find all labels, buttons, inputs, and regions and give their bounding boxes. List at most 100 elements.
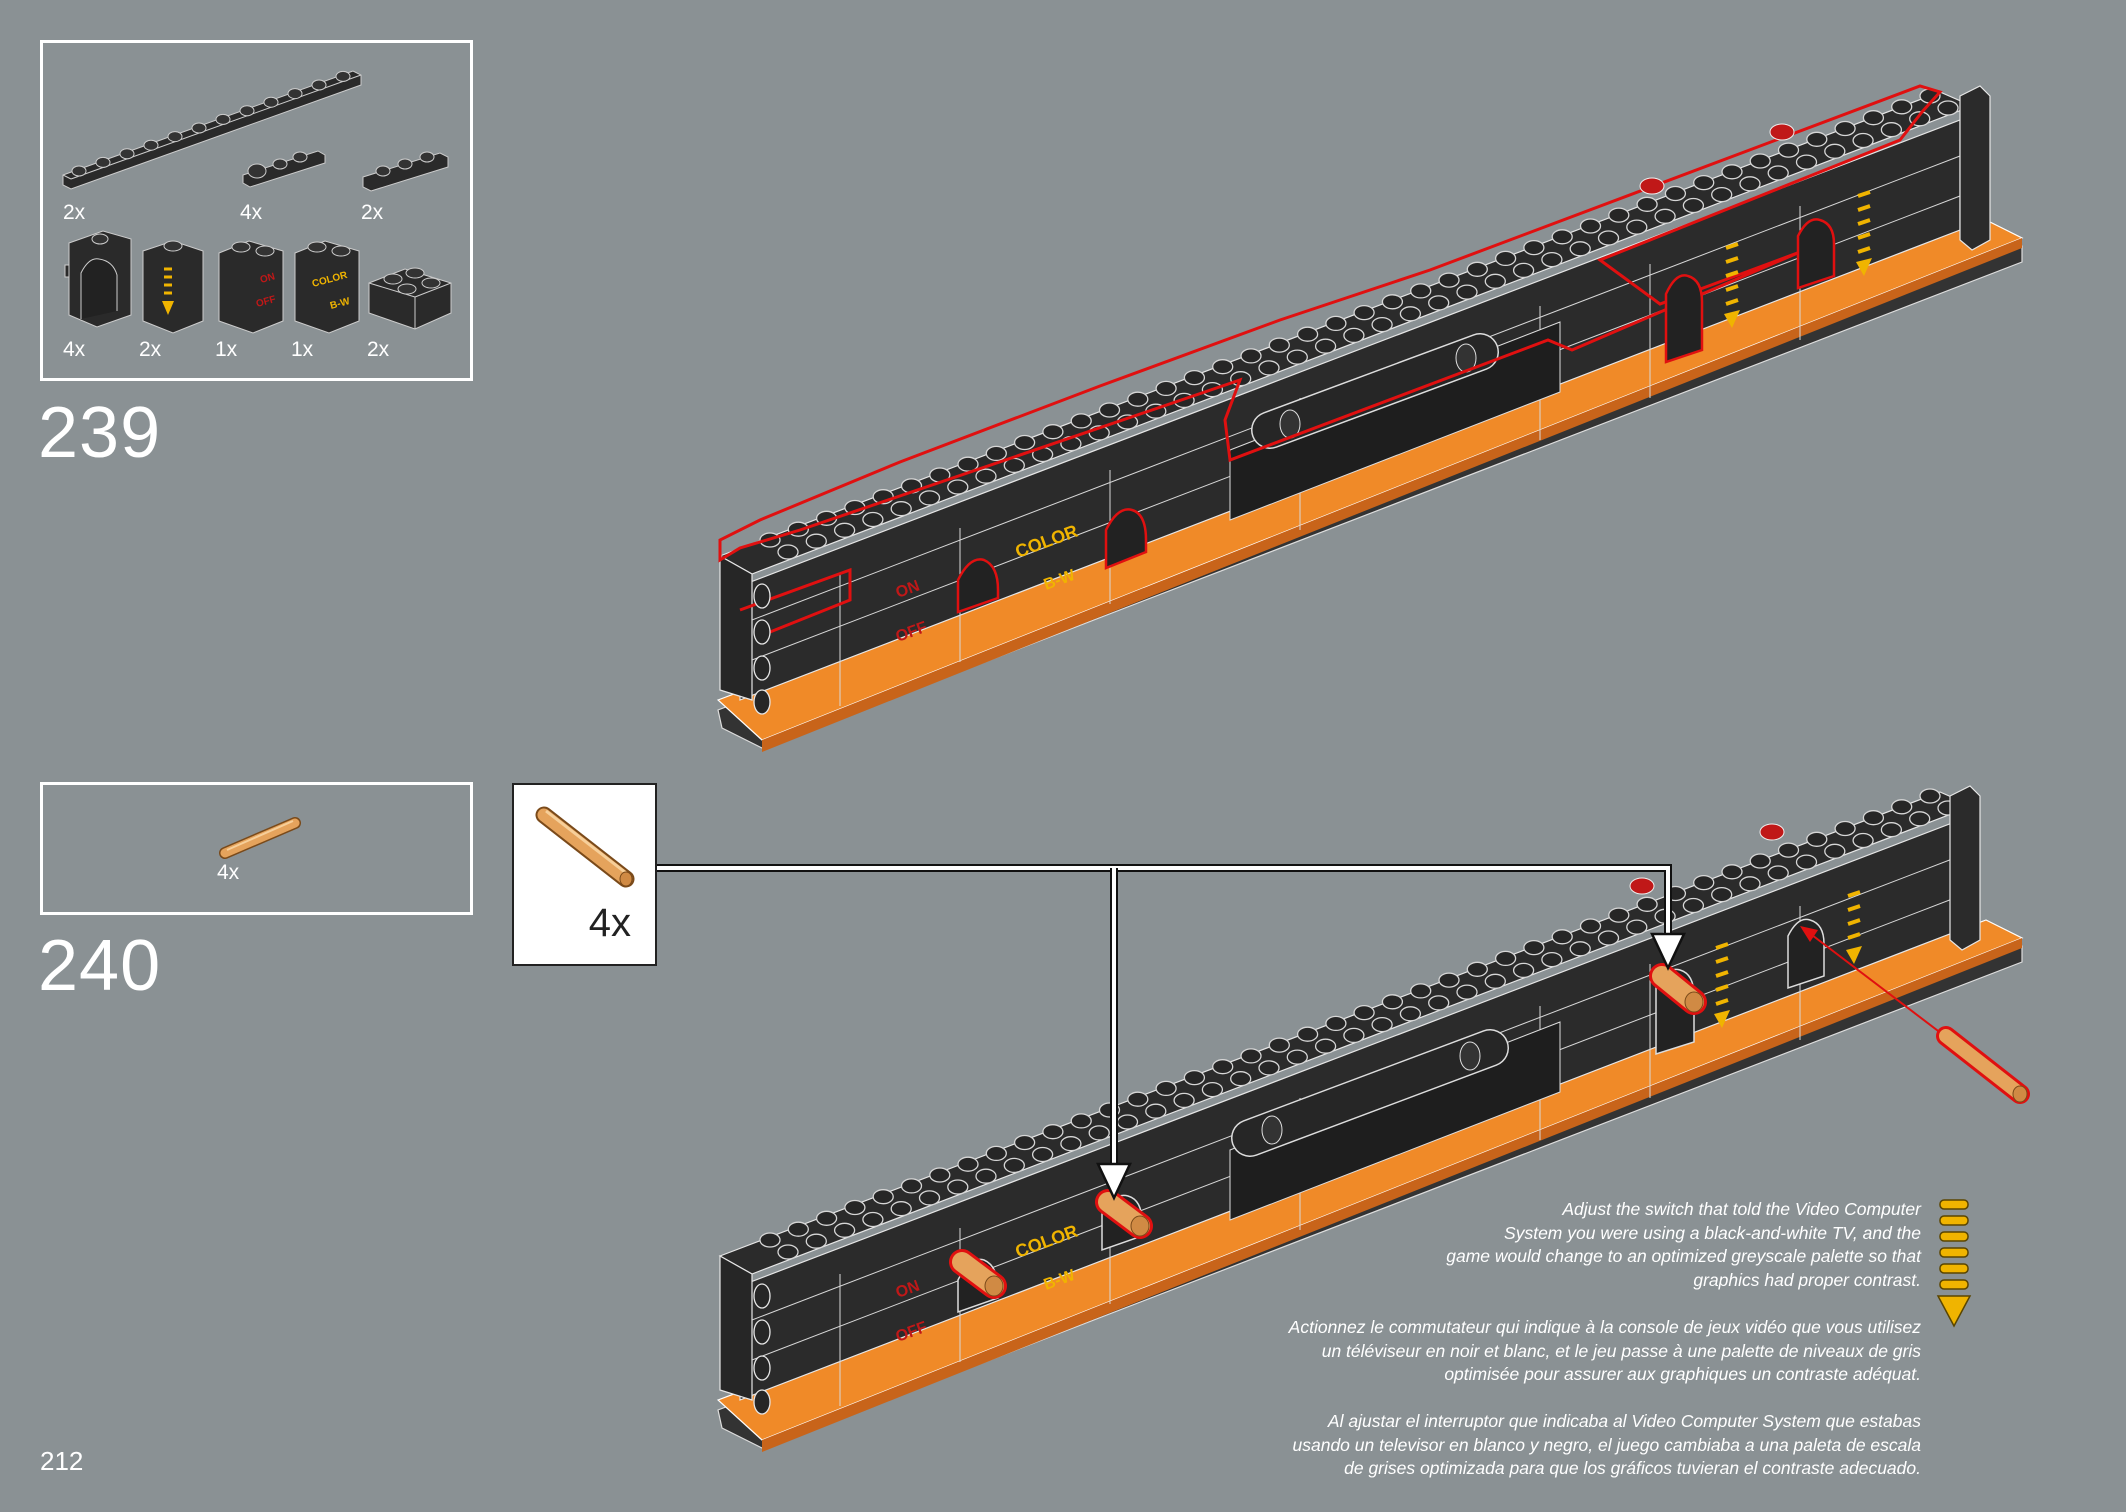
stud xyxy=(1880,822,1903,838)
stud xyxy=(1466,261,1488,277)
arrow-down-icon xyxy=(1096,1162,1132,1201)
stud xyxy=(929,1167,951,1183)
stud xyxy=(1512,962,1535,979)
stud xyxy=(1042,424,1064,440)
stud xyxy=(1155,380,1177,397)
part-qty: 2x xyxy=(367,338,390,361)
stud xyxy=(1711,186,1733,203)
callout-qty: 4x xyxy=(588,901,631,945)
stud xyxy=(805,1233,827,1249)
stud xyxy=(287,88,303,100)
axle-pin-icon xyxy=(949,1249,1007,1299)
stud xyxy=(1824,143,1846,159)
callout-box: 4x xyxy=(512,783,657,966)
step-number: 240 xyxy=(38,926,162,1006)
plate-1x12-icon xyxy=(62,70,362,190)
stud xyxy=(1013,434,1036,451)
stud xyxy=(1070,413,1092,429)
stud xyxy=(1070,1113,1092,1129)
stud xyxy=(862,1211,884,1228)
stud xyxy=(975,468,997,484)
part-qty: 4x xyxy=(240,201,263,224)
stud xyxy=(1268,1037,1290,1053)
stud xyxy=(1296,326,1319,342)
stud xyxy=(1579,918,1602,934)
stud xyxy=(167,131,183,143)
tube-part xyxy=(1231,1029,1509,1157)
stud xyxy=(1201,1081,1224,1098)
stud xyxy=(900,1178,923,1194)
stud xyxy=(71,165,87,177)
stud xyxy=(1484,973,1506,989)
on-label: ON xyxy=(259,271,276,286)
stud xyxy=(1325,1015,1347,1032)
window-frame-brick xyxy=(1664,274,1704,364)
stud xyxy=(975,1168,997,1184)
axle-pin-icon xyxy=(1936,1026,2030,1104)
page-number: 212 xyxy=(40,1446,84,1476)
description-french: Actionnez le commutateur qui indique à l… xyxy=(1221,1316,1921,1387)
description-english: Adjust the switch that told the Video Co… xyxy=(1221,1198,1921,1292)
description-line: graphics had proper contrast. xyxy=(1693,1269,1921,1290)
stud xyxy=(1173,1092,1195,1109)
stud xyxy=(1569,941,1591,957)
stud xyxy=(1597,930,1620,946)
stud xyxy=(1693,174,1715,191)
callout-connector xyxy=(657,864,1672,1172)
axle-pin-icon xyxy=(219,817,301,859)
stud xyxy=(1834,820,1856,837)
stud xyxy=(1116,1114,1139,1130)
stud xyxy=(1466,961,1488,977)
stud xyxy=(815,1210,838,1226)
stud xyxy=(1541,251,1563,268)
stud xyxy=(1343,1027,1365,1044)
stud xyxy=(1551,229,1573,245)
step-number: 239 xyxy=(38,393,162,473)
brick-printed-on-off-icon: ON OFF xyxy=(218,240,284,334)
stud xyxy=(1834,120,1856,137)
stripe-brick xyxy=(1715,890,1861,1006)
stud xyxy=(1438,972,1460,988)
stud xyxy=(947,479,969,495)
stud xyxy=(1597,230,1620,246)
description-line: Al ajustar el interruptor que indicaba a… xyxy=(1327,1411,1921,1431)
stud xyxy=(862,511,884,528)
stud-row xyxy=(759,88,1959,560)
stud xyxy=(1003,1157,1025,1174)
stud xyxy=(833,522,856,538)
stud xyxy=(1767,165,1789,181)
stud xyxy=(1060,1136,1082,1152)
stud xyxy=(1098,402,1121,418)
stud xyxy=(1523,939,1545,956)
brick-printed-stripe-icon xyxy=(142,240,204,334)
stud xyxy=(1286,1049,1308,1065)
stud xyxy=(872,1189,894,1205)
highlight-outline xyxy=(718,84,1943,563)
stud xyxy=(1891,799,1913,815)
stud xyxy=(1891,99,1913,115)
stud xyxy=(1919,788,1941,804)
stud xyxy=(1711,886,1733,903)
stud xyxy=(777,544,799,560)
stud xyxy=(1343,327,1365,344)
stud xyxy=(1739,876,1761,892)
parts-239-drawing: ON OFF COLOR B-W xyxy=(62,70,452,334)
stud xyxy=(1512,262,1535,279)
brick-window-frame-icon xyxy=(64,230,132,328)
stud xyxy=(1862,810,1885,826)
model-step-239: ON OFF COLOR B-W xyxy=(716,84,2024,752)
stud xyxy=(1183,1069,1206,1086)
brick-2x2-icon xyxy=(368,267,452,330)
stud xyxy=(1212,1059,1234,1075)
part-qty: 2x xyxy=(63,201,86,224)
tube-part xyxy=(1251,333,1499,449)
stud xyxy=(1456,284,1478,300)
window-frame-brick xyxy=(1104,508,1148,570)
stud xyxy=(985,445,1007,462)
stud xyxy=(1127,391,1149,407)
stud xyxy=(1721,864,1743,880)
stud xyxy=(1042,1124,1064,1140)
stud xyxy=(844,1199,866,1216)
part-qty: 4x xyxy=(217,861,240,884)
description-line: optimisée pour assurer aux graphiques un… xyxy=(1444,1364,1921,1384)
